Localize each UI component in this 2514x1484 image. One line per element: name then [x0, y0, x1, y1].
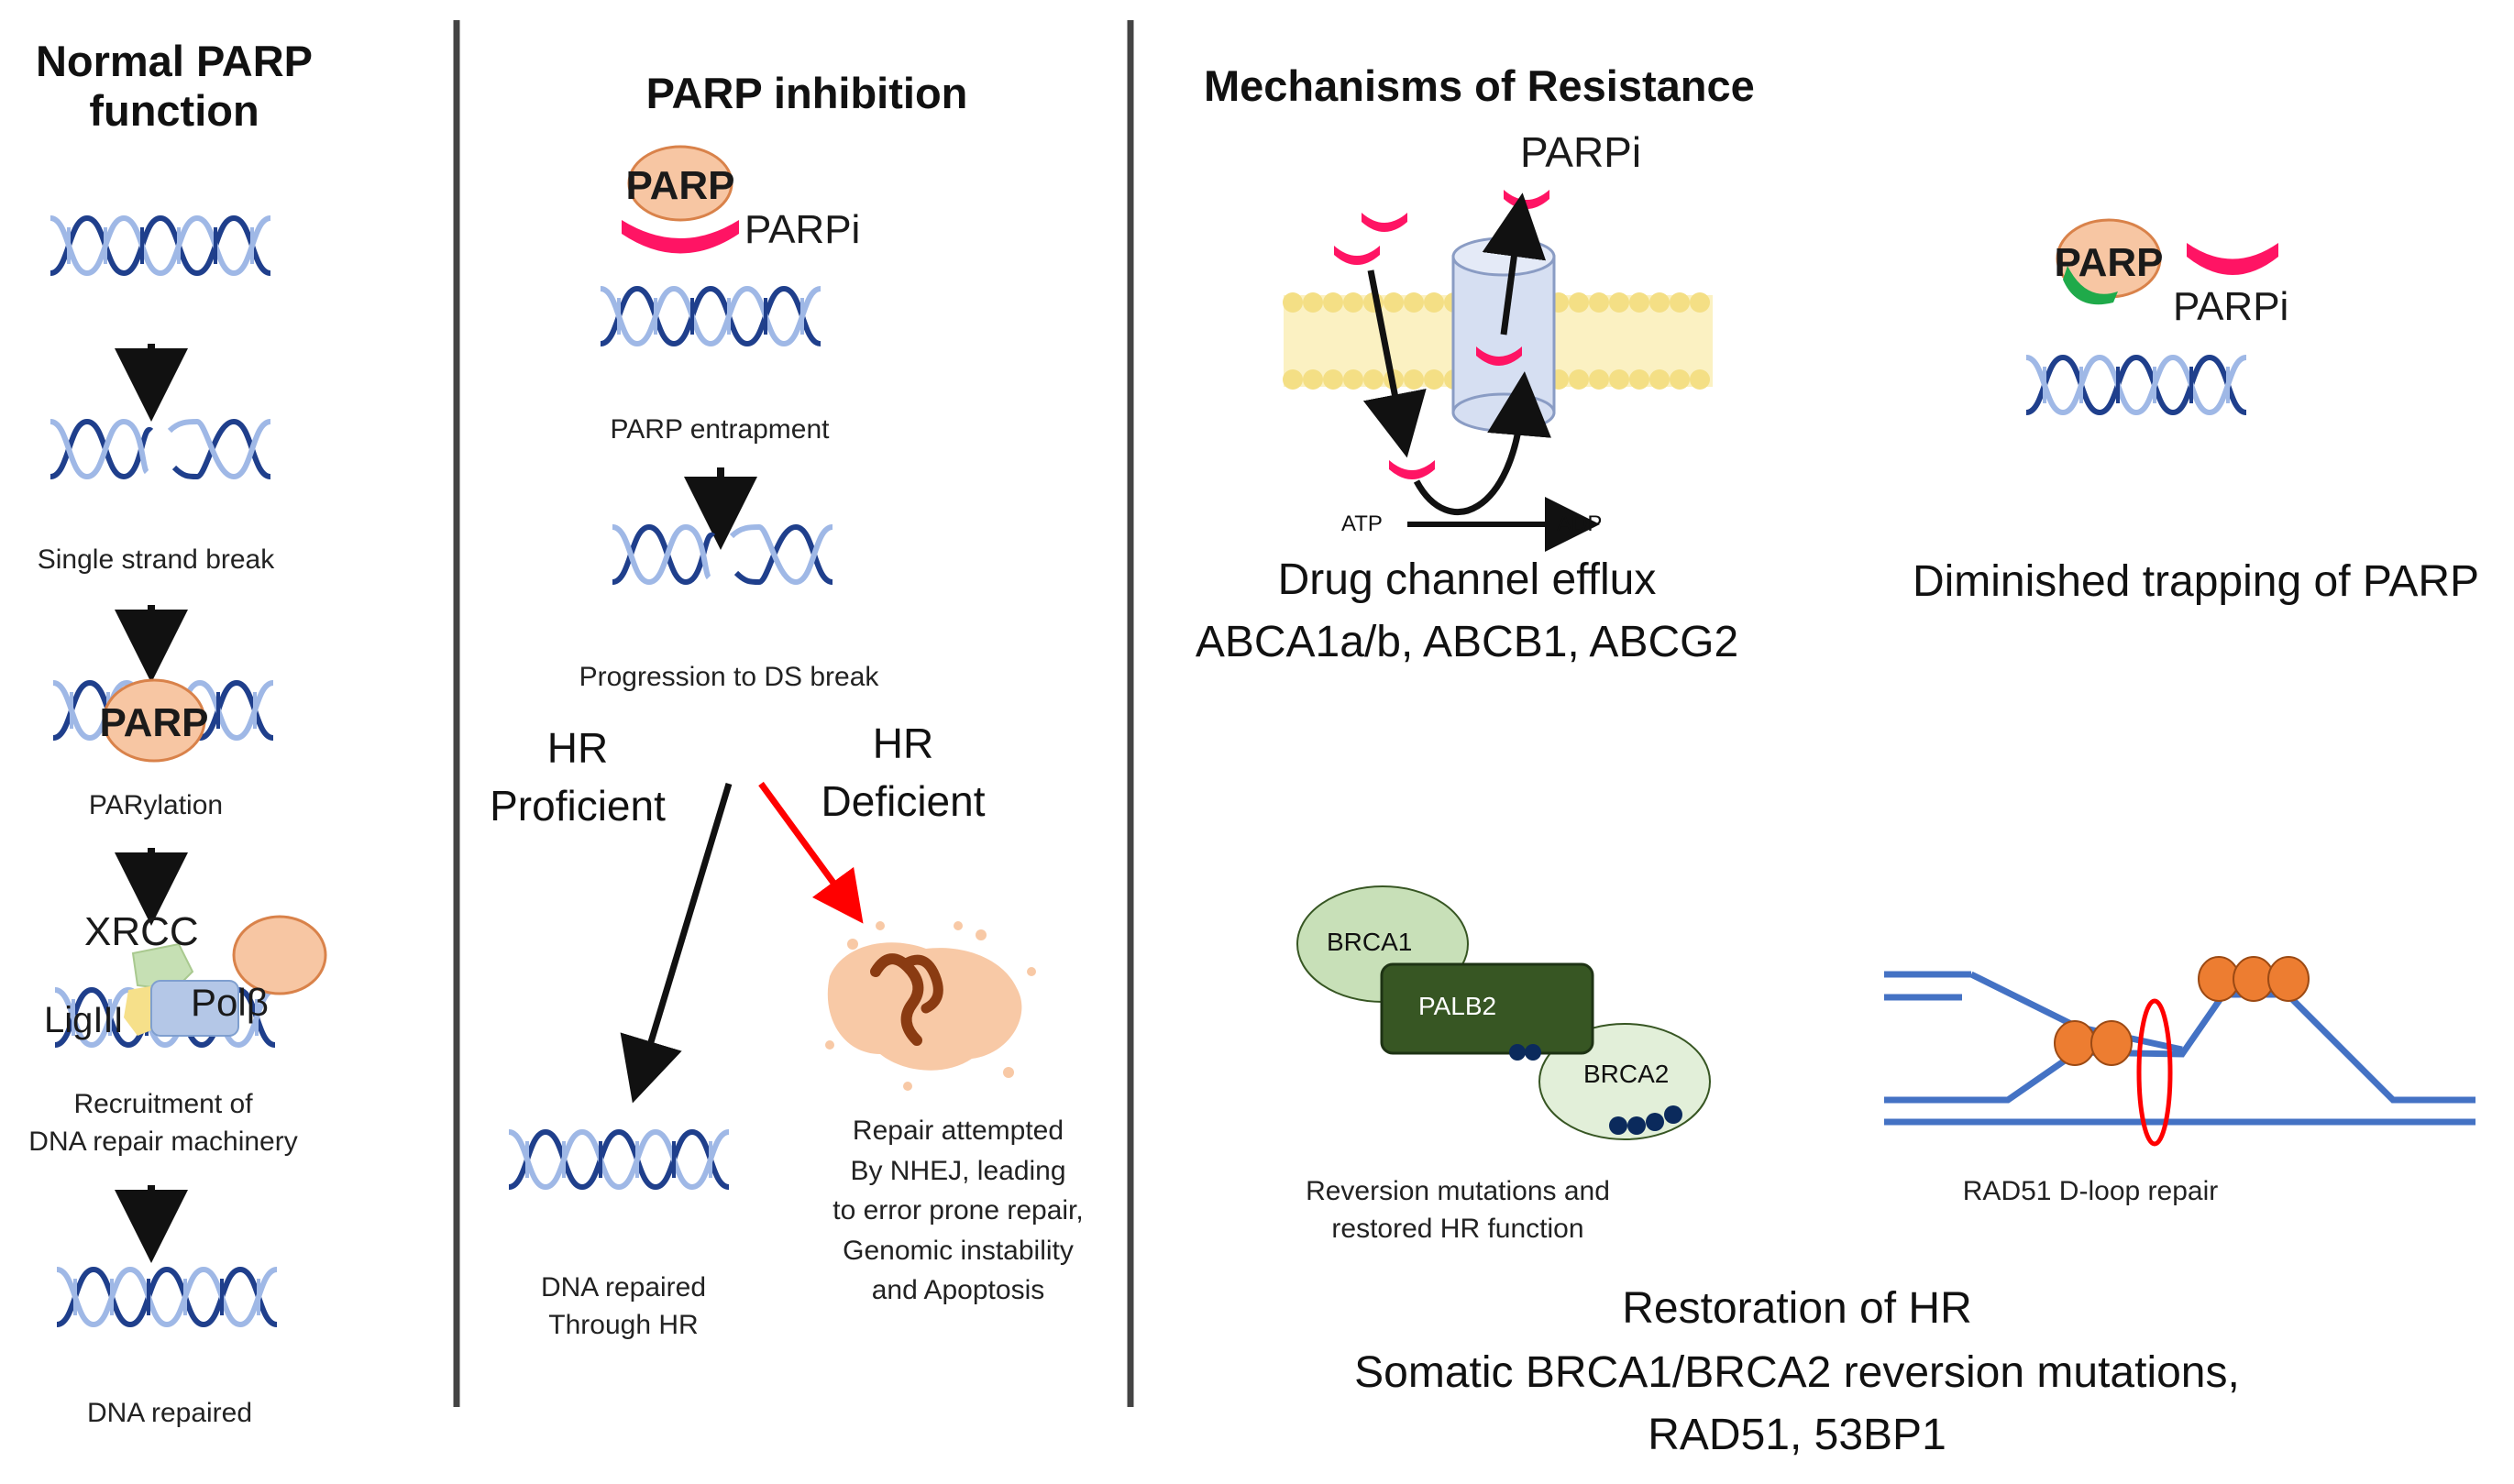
xrcc-label: XRCC [84, 909, 199, 954]
drug-influx-arrow [1362, 269, 1427, 458]
brca-mutation-dots [1509, 1044, 1682, 1135]
parp-label-inhibited: PARP [625, 163, 735, 208]
recruitment-line-1: Recruitment of [73, 1089, 253, 1119]
parpi-label-inhibition: PARPi [744, 207, 861, 252]
recruitment-line-2: DNA repair machinery [28, 1126, 298, 1157]
reversion-label: Reversion mutations and restored HR func… [1256, 1176, 1659, 1245]
parpi-molecule-3 [1504, 190, 1549, 209]
reversion-line-1: Reversion mutations and [1306, 1176, 1610, 1206]
normal-dna-1 [50, 218, 270, 273]
step-label-parylation: PARylation [88, 790, 224, 820]
entrapment-label: PARP entrapment [610, 414, 830, 445]
dna-repaired-hr-label: DNA repaired Through HR [500, 1272, 747, 1341]
rad51-dloop-label: RAD51 D-loop repair [1962, 1176, 2219, 1206]
parpi-inhibitor-free [2187, 243, 2278, 275]
normal-dna-repaired [57, 1270, 277, 1325]
nhej-line-2: By NHEJ, leading [850, 1155, 1066, 1186]
normal-title-line-2: function [89, 86, 259, 136]
parp-mutation-marker [2063, 266, 2118, 305]
inhibition-dna-1 [601, 289, 821, 344]
step-label-ssb: Single strand break [37, 544, 275, 575]
inhibition-dna-ds-break [612, 527, 832, 582]
diminished-trapping-label: Diminished trapping of PARP [1912, 557, 2480, 606]
reversion-line-2: restored HR function [1331, 1213, 1584, 1244]
hr-deficient-line-2: Deficient [821, 776, 986, 825]
palb2-label: PALB2 [1418, 992, 1497, 1020]
hr-proficient-line-1: HR [546, 724, 609, 772]
parp-enzyme-normal [102, 678, 206, 763]
dna-repaired-hr-line-1: DNA repaired [540, 1272, 707, 1303]
polb-protein [150, 980, 239, 1037]
hr-deficient-label: HR Deficient [788, 720, 1018, 826]
parpi-molecule-5 [1389, 460, 1435, 479]
restoration-genes-line-1: Somatic BRCA1/BRCA2 reversion mutations, [1354, 1348, 2240, 1397]
nhej-outcome-label: Repair attempted By NHEJ, leading to err… [798, 1111, 1119, 1311]
inhibition-panel-title: PARP inhibition [645, 69, 968, 117]
hr-proficient-label: HR Proficient [463, 724, 692, 830]
nhej-line-4: Genomic instability [843, 1235, 1074, 1266]
parpi-molecule-1 [1362, 213, 1407, 232]
polb-label: Polβ [191, 981, 269, 1024]
ligiii-label: LigIII [44, 1000, 124, 1040]
drug-efflux-arrow [1482, 192, 1547, 335]
normal-panel-title: Normal PARP function [9, 37, 339, 136]
atp-label: ATP [1341, 511, 1383, 536]
nhej-line-5: and Apoptosis [871, 1275, 1045, 1305]
normal-dna-ssb [50, 422, 270, 477]
hr-proficient-arrow [620, 782, 733, 1104]
efflux-label: Drug channel efflux [1277, 555, 1657, 604]
parp-enzyme-inhibited [627, 145, 733, 222]
hr-deficient-line-1: HR [872, 720, 934, 767]
restoration-label: Restoration of HR [1622, 1284, 1972, 1333]
resistance-dna [2026, 357, 2246, 412]
parpi-label-untrapped: PARPi [2173, 284, 2289, 329]
parp-label-normal: PARP [99, 700, 209, 745]
dloop-highlight-ring [2136, 998, 2173, 1147]
efflux-genes-label: ABCA1a/b, ABCB1, ABCG2 [1195, 618, 1739, 666]
parpi-molecule-4 [1476, 346, 1522, 366]
inhibition-dna-repaired [509, 1132, 729, 1187]
parp-enzyme-released [232, 915, 327, 995]
hr-proficient-line-2: Proficient [490, 781, 666, 830]
pump-return-arrow [1413, 371, 1551, 516]
step-label-recruitment: Recruitment of DNA repair machinery [0, 1089, 326, 1158]
hr-deficient-arrow [758, 781, 864, 924]
brca1-label: BRCA1 [1327, 928, 1413, 956]
palb2-protein [1380, 962, 1594, 1055]
parp-label-untrapped: PARP [2054, 240, 2164, 285]
rad51-dloop-diagram [1884, 971, 2475, 1126]
nhej-line-1: Repair attempted [852, 1116, 1064, 1146]
adp-label: ADP [1557, 511, 1603, 536]
ds-break-label: Progression to DS break [579, 662, 879, 692]
dna-repaired-hr-line-2: Through HR [548, 1309, 699, 1340]
resistance-panel-title: Mechanisms of Resistance [1204, 61, 1755, 110]
parpi-label-efflux: PARPi [1520, 128, 1642, 176]
brca2-label: BRCA2 [1583, 1060, 1670, 1088]
parpi-inhibitor-bound [622, 220, 739, 254]
restoration-genes-line-2: RAD51, 53BP1 [1648, 1411, 1946, 1459]
normal-title-line-1: Normal PARP [35, 37, 314, 85]
nhej-line-3: to error prone repair, [832, 1195, 1084, 1226]
parpi-molecule-2 [1334, 246, 1380, 265]
step-label-repaired: DNA repaired [86, 1398, 253, 1428]
apoptotic-cell-icon [825, 921, 1036, 1091]
rad51-filament-beads [2054, 956, 2310, 1066]
